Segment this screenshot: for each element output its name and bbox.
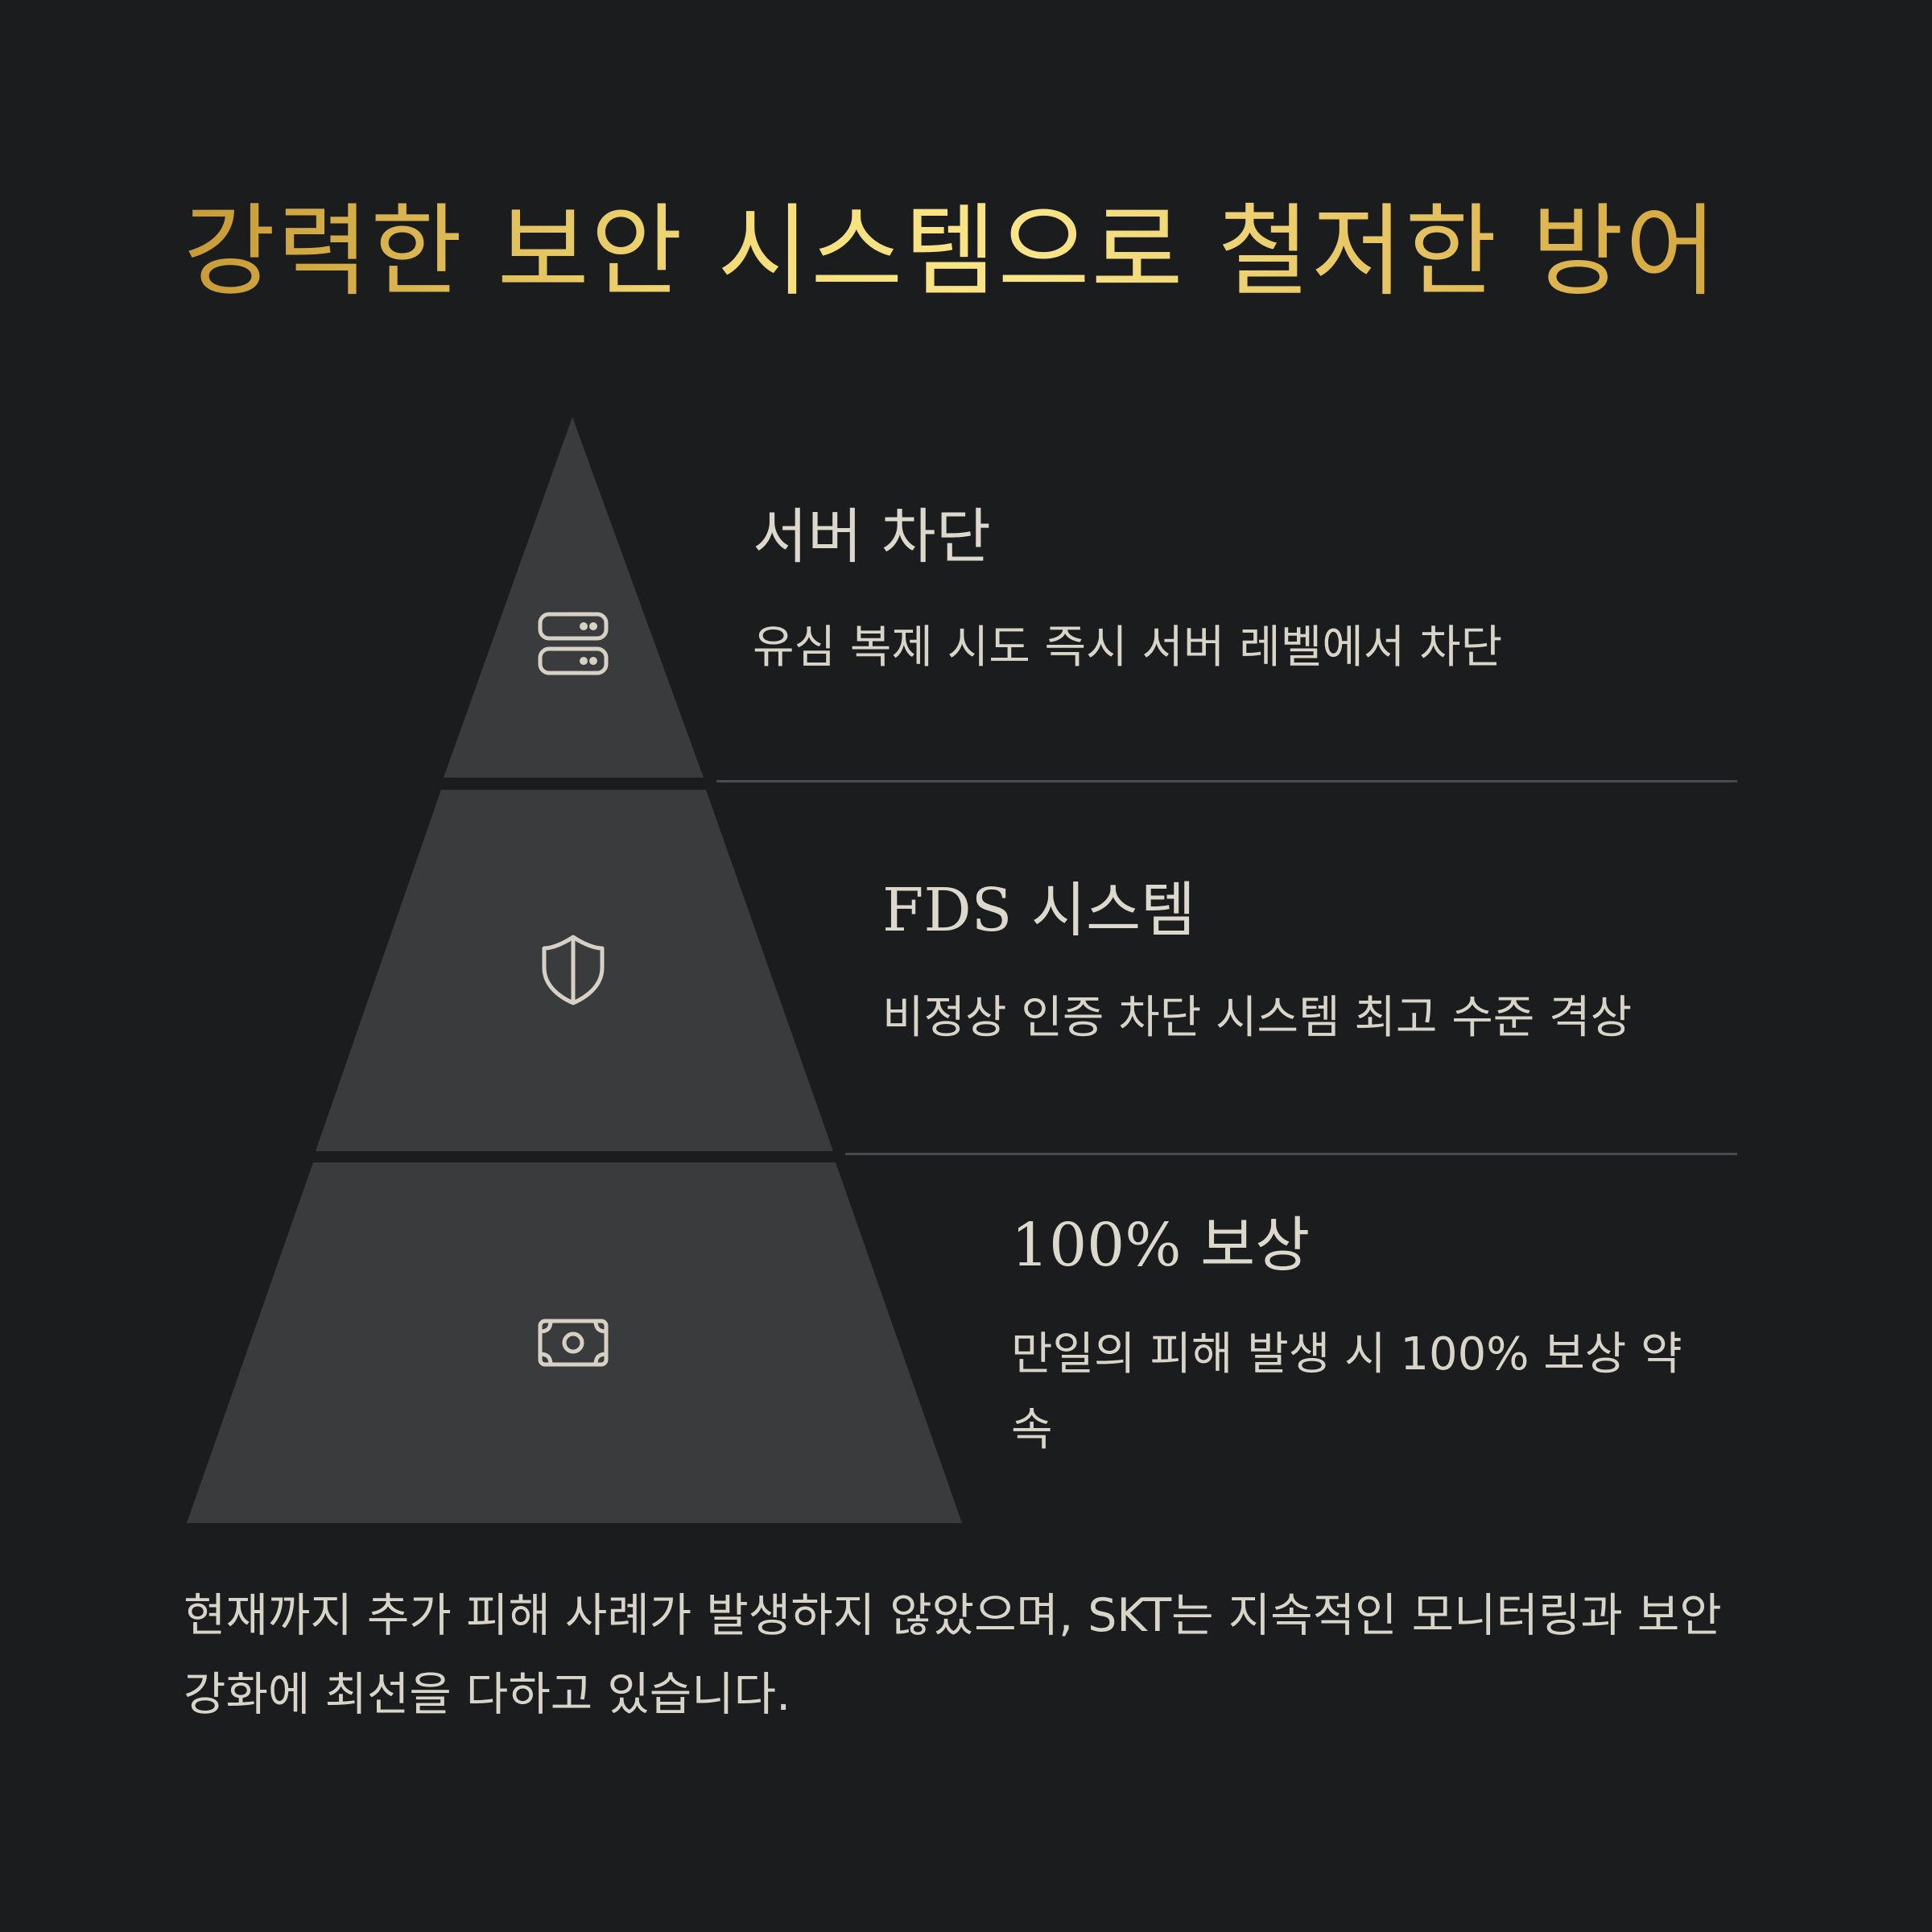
tier-heading-compensation: 100% 보상 xyxy=(1011,1211,1311,1280)
tier-desc-compensation: 만일의 피해 발생 시 100% 보상 약속 xyxy=(1011,1328,1682,1456)
divider-2 xyxy=(845,1153,1737,1155)
footer-note: 현재까지 추가 피해 사례가 발생하지 않았으며, SKT는 지속적인 모니터링… xyxy=(184,1589,1722,1721)
pyramid-tier-top xyxy=(444,417,704,778)
tier-desc-server: 유심 복제 시도 즉시 서버 레벨에서 차단 xyxy=(753,621,1503,674)
tier-desc-fds: 비정상 인증 차단 시스템 최고 수준 격상 xyxy=(882,992,1633,1044)
server-icon xyxy=(538,612,609,675)
divider-1 xyxy=(716,780,1737,782)
tier-heading-server: 서버 차단 xyxy=(753,502,991,572)
banknote-icon xyxy=(538,1319,609,1367)
tier-heading-fds: FDS 시스템 xyxy=(882,876,1196,945)
shield-icon xyxy=(542,935,605,1005)
page-title-text: 강력한 보안 시스템으로 철저한 방어 xyxy=(184,194,1719,310)
page-title: 강력한 보안 시스템으로 철저한 방어 xyxy=(184,192,1719,312)
pyramid-tier-bottom xyxy=(187,1162,962,1523)
